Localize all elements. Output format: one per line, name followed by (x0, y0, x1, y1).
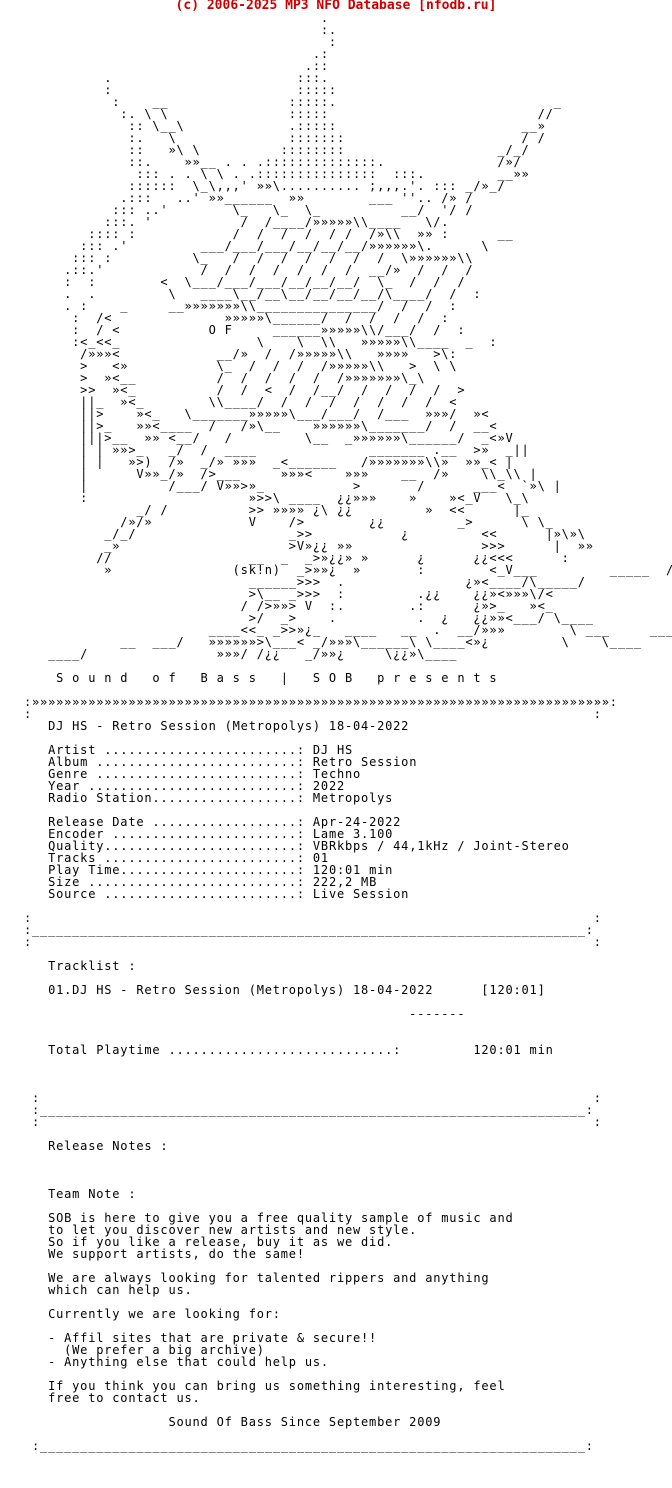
info-row-value: 2022 (312, 779, 346, 793)
release-notes-heading: Release Notes : (24, 1139, 169, 1153)
tech-row-label: Tracks ........................: (48, 851, 305, 865)
blank-line (24, 1152, 672, 1164)
info-row-label: Genre .........................: (48, 767, 305, 781)
blank-line (24, 1056, 672, 1068)
tech-row: Quality........................: VBRkbps… (24, 840, 672, 852)
info-row: Radio Station..................: Metropo… (24, 792, 672, 804)
looking-for-item: (We prefer a big archive) (24, 1343, 265, 1357)
border-side: : : (24, 911, 602, 925)
footer-tagline: Sound Of Bass Since September 2009 (24, 1415, 442, 1429)
border-side: : : (24, 935, 602, 949)
section-divider: :_______________________________________… (24, 1103, 594, 1117)
team-note-text: We are always looking for talented rippe… (24, 1271, 490, 1285)
release-title: DJ HS - Retro Session (Metropolys) 18-04… (24, 719, 410, 733)
tech-row-value: Apr-24-2022 (312, 815, 402, 829)
track-rule: ------- (24, 1007, 466, 1021)
tech-row-label: Source ........................: (48, 887, 305, 901)
total-playtime: Total Playtime .........................… (24, 1043, 554, 1057)
looking-for-item: - Anything else that could help us. (24, 1355, 329, 1369)
border-side: : : (24, 1115, 602, 1129)
tech-row-value: Live Session (312, 887, 410, 901)
blank-line (24, 1164, 672, 1176)
looking-for-heading: Currently we are looking for: (24, 1307, 281, 1321)
contact-text: If you think you can bring us something … (24, 1379, 506, 1393)
info-row-value: Techno (312, 767, 362, 781)
tech-row: Encoder .......................: Lame 3.… (24, 828, 672, 840)
team-note-text: So if you like a release, buy it as we d… (24, 1235, 394, 1249)
info-row: Genre .........................: Techno (24, 768, 672, 780)
tech-row-label: Quality........................: (48, 839, 305, 853)
team-note-text: SOB is here to give you a free quality s… (24, 1211, 514, 1225)
border-side: : : (24, 1091, 602, 1105)
info-row-label: Artist ........................: (48, 743, 305, 757)
info-row: Artist ........................: DJ HS (24, 744, 672, 756)
blank-line (24, 1068, 672, 1080)
track-row: 01.DJ HS - Retro Session (Metropolys) 18… (24, 983, 546, 997)
info-row-label: Year ..........................: (48, 779, 305, 793)
tech-row-label: Size ..........................: (48, 875, 305, 889)
border-side: : : (24, 707, 602, 721)
blank-line (24, 1020, 672, 1032)
info-row: Album .........................: Retro S… (24, 756, 672, 768)
info-row-label: Album .........................: (48, 755, 305, 769)
contact-text: free to contact us. (24, 1391, 201, 1405)
tech-row-label: Encoder .......................: (48, 827, 305, 841)
info-row-value: DJ HS (312, 743, 354, 757)
section-divider: :_______________________________________… (24, 923, 594, 937)
tracklist-heading: Tracklist : (24, 959, 137, 973)
tech-row: Size ..........................: 222,2 M… (24, 876, 672, 888)
tech-row-value: Lame 3.100 (312, 827, 394, 841)
nfo-document: . :. : .: .:: . :::. (24, 12, 672, 1452)
border-top: :»»»»»»»»»»»»»»»»»»»»»»»»»»»»»»»»»»»»»»»… (24, 695, 618, 709)
looking-for-item: - Affil sites that are private & secure!… (24, 1331, 378, 1345)
info-row-value: Metropolys (312, 791, 394, 805)
team-note-heading: Team Note : (24, 1187, 137, 1201)
tech-row-label: Play Time......................: (48, 863, 305, 877)
tech-row: Play Time......................: 120:01 … (24, 864, 672, 876)
tech-row: Tracks ........................: 01 (24, 852, 672, 864)
tech-row-label: Release Date ..................: (48, 815, 305, 829)
info-row-label: Radio Station..................: (48, 791, 305, 805)
ascii-art-logo: . :. : .: .:: . :::. (48, 11, 672, 661)
tech-row-value: 01 (312, 851, 329, 865)
tech-row: Source ........................: Live Se… (24, 888, 672, 900)
info-row-value: Retro Session (312, 755, 418, 769)
nfodb-watermark: (c) 2006-2025 MP3 NFO Database [nfodb.ru… (175, 0, 497, 13)
bottom-divider: :_______________________________________… (24, 1439, 594, 1453)
info-row: Year ..........................: 2022 (24, 780, 672, 792)
tech-row-value: VBRkbps / 44,1kHz / Joint-Stereo (312, 839, 570, 853)
team-note-text: which can help us. (24, 1283, 193, 1297)
team-note-text: We support artists, do the same! (24, 1247, 305, 1261)
tech-row-value: 222,2 MB (312, 875, 378, 889)
tech-row-value: 120:01 min (312, 863, 394, 877)
tech-row: Release Date ..................: Apr-24-… (24, 816, 672, 828)
presents-banner: S o u n d o f B a s s | S O B p r e s e … (24, 671, 498, 685)
team-note-text: to let you discover new artists and new … (24, 1223, 418, 1237)
